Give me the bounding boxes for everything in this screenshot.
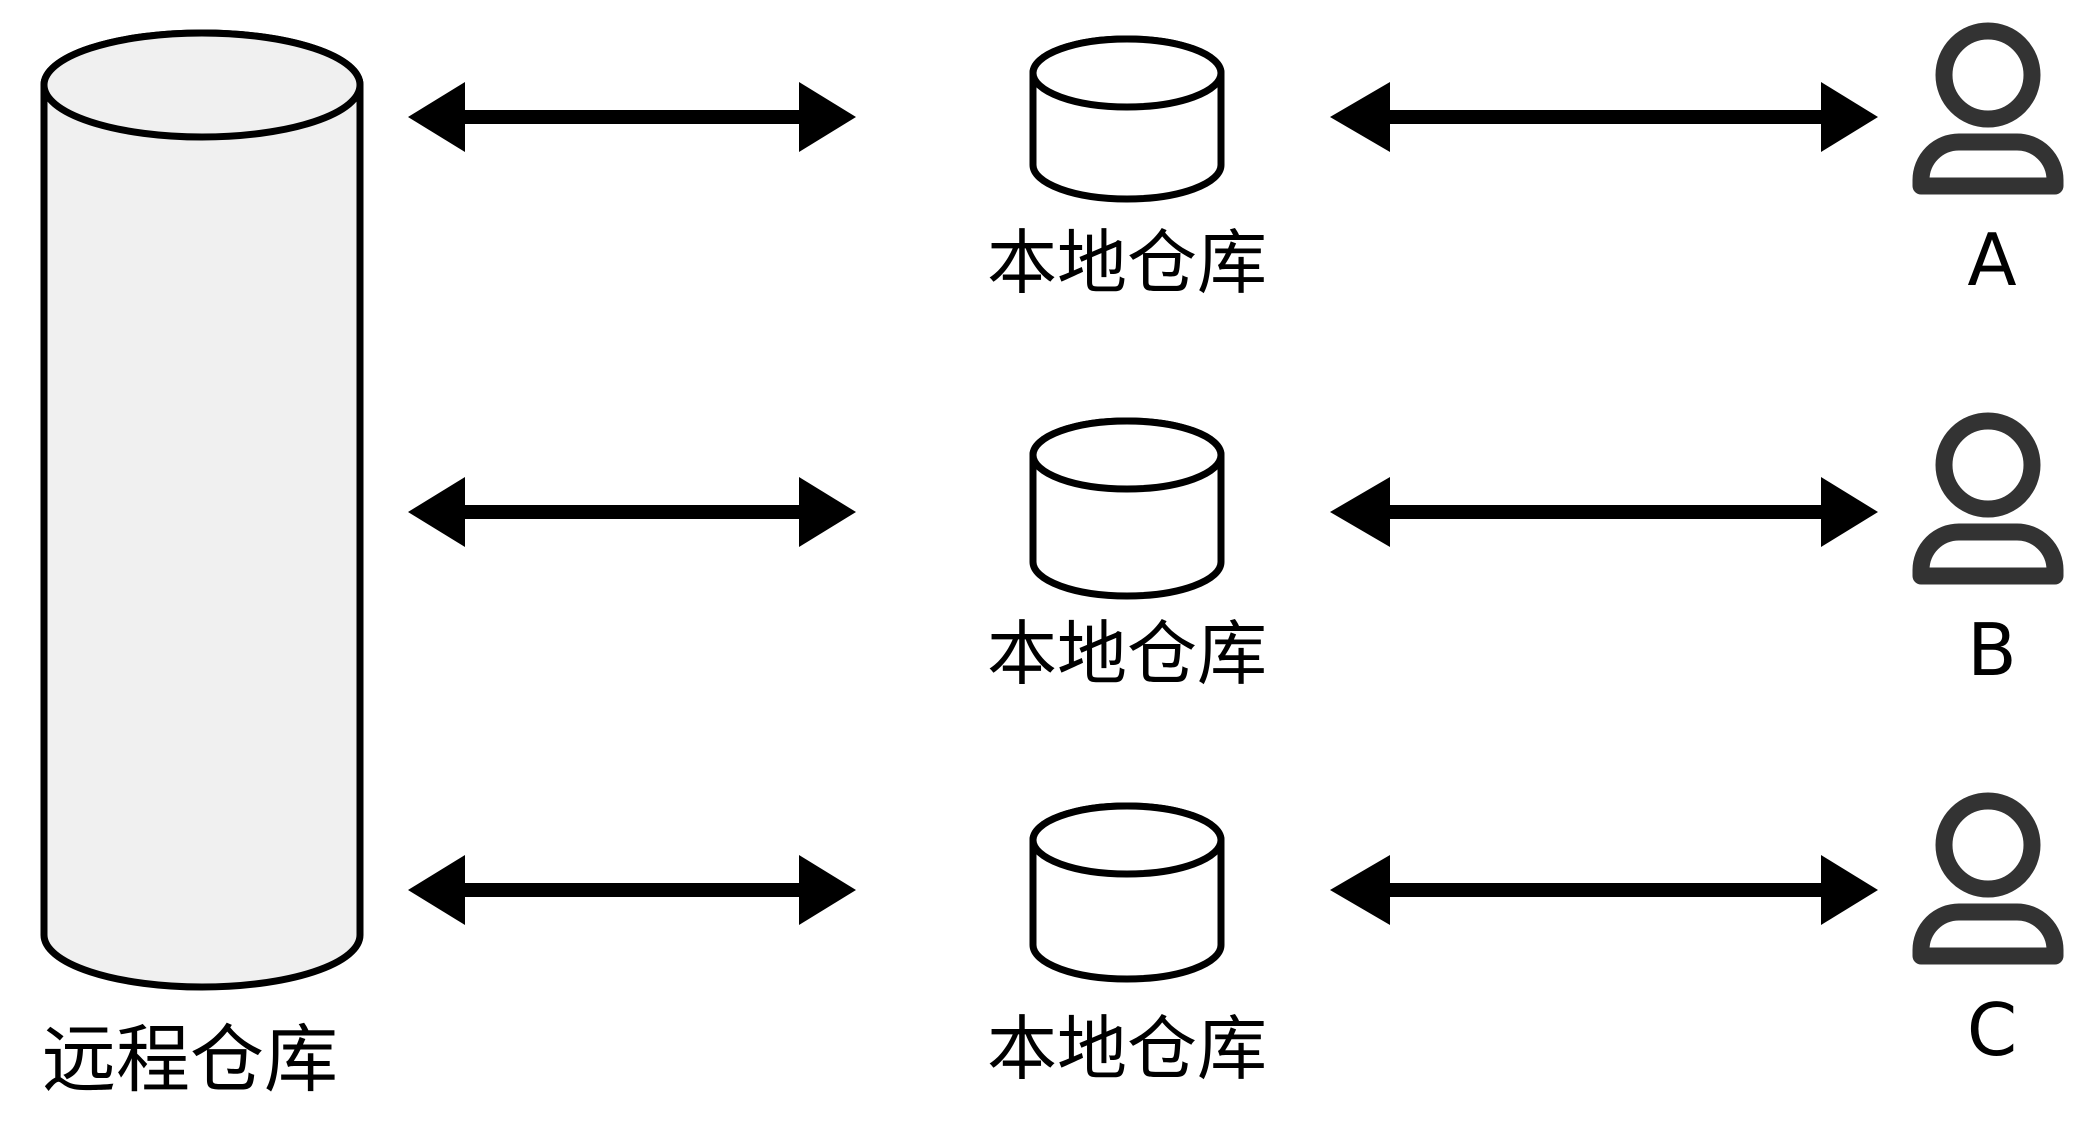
- arrow-local-a-to-user-a[interactable]: [1330, 82, 1878, 152]
- local-repository-label-b: 本地仓库: [987, 613, 1267, 695]
- user-icon-b[interactable]: [1912, 412, 2064, 585]
- arrow-remote-to-local-b[interactable]: [408, 477, 856, 547]
- local-repository-label-a: 本地仓库: [987, 222, 1267, 304]
- local-repository-cylinder-icon-b[interactable]: [1029, 417, 1225, 600]
- arrow-local-c-to-user-c[interactable]: [1330, 855, 1878, 925]
- user-label-c: C: [1967, 988, 2017, 1072]
- user-icon-c[interactable]: [1912, 792, 2064, 965]
- local-repository-cylinder-icon-c[interactable]: [1029, 802, 1225, 983]
- local-repository-cylinder-icon-a[interactable]: [1029, 35, 1225, 203]
- arrow-remote-to-local-c[interactable]: [408, 855, 856, 925]
- arrow-local-b-to-user-b[interactable]: [1330, 477, 1878, 547]
- remote-repository-cylinder-icon[interactable]: [40, 29, 364, 991]
- user-label-b: B: [1967, 608, 2016, 692]
- local-repository-label-c: 本地仓库: [987, 1008, 1267, 1090]
- user-label-a: A: [1967, 218, 2016, 302]
- arrow-remote-to-local-a[interactable]: [408, 82, 856, 152]
- user-icon-a[interactable]: [1912, 22, 2064, 195]
- remote-repository-label: 远程仓库: [42, 1017, 338, 1103]
